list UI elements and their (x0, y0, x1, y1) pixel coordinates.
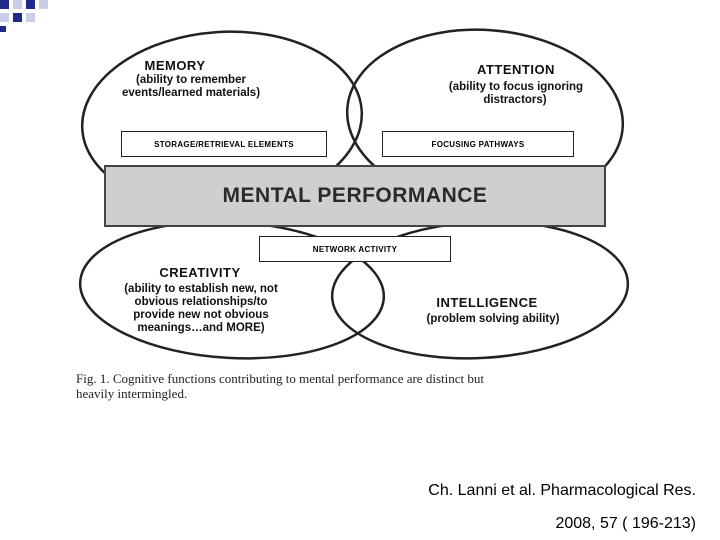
corner-square-dark (0, 26, 6, 32)
memory-desc-line: events/learned materials) (121, 87, 261, 99)
corner-decoration (0, 0, 60, 32)
creativity-desc-line: provide new not obvious (133, 309, 269, 321)
caption-line: Fig. 1. Cognitive functions contributing… (76, 371, 484, 386)
creativity-title: CREATIVITY (159, 265, 241, 280)
attention-desc-line: (ability to focus ignoring (448, 81, 584, 93)
figure-caption: Fig. 1. Cognitive functions contributing… (76, 371, 636, 401)
corner-square-light (26, 13, 35, 22)
citation-line-2: 2008, 57 ( 196-213) (555, 515, 696, 532)
creativity-desc-line: obvious relationships/to (134, 296, 268, 308)
focusing-pathways-box: FOCUSING PATHWAYS (382, 131, 574, 157)
corner-square-dark (26, 0, 35, 9)
attention-title: ATTENTION (477, 62, 555, 77)
mental-performance-label: MENTAL PERFORMANCE (222, 184, 488, 207)
mental-performance-box: MENTAL PERFORMANCE (104, 165, 606, 227)
creativity-desc-line: (ability to establish new, not (124, 283, 278, 295)
corner-square-dark (13, 13, 22, 22)
intelligence-desc: (problem solving ability) (426, 313, 560, 325)
corner-square-light (0, 13, 9, 22)
storage-retrieval-box: STORAGE/RETRIEVAL ELEMENTS (121, 131, 327, 157)
corner-square-light (39, 0, 48, 9)
caption-line: heavily intermingled. (76, 386, 188, 401)
attention-desc-line: distractors) (483, 94, 547, 106)
creativity-desc-line: meanings…and MORE) (137, 322, 265, 334)
memory-desc-line: (ability to remember (136, 74, 246, 86)
citation-line-1: Ch. Lanni et al. Pharmacological Res. (428, 482, 696, 499)
corner-square-dark (0, 0, 9, 9)
network-activity-box: NETWORK ACTIVITY (259, 236, 451, 262)
corner-square-light (13, 0, 22, 9)
intelligence-title: INTELLIGENCE (436, 295, 538, 310)
memory-title: MEMORY (144, 58, 206, 73)
